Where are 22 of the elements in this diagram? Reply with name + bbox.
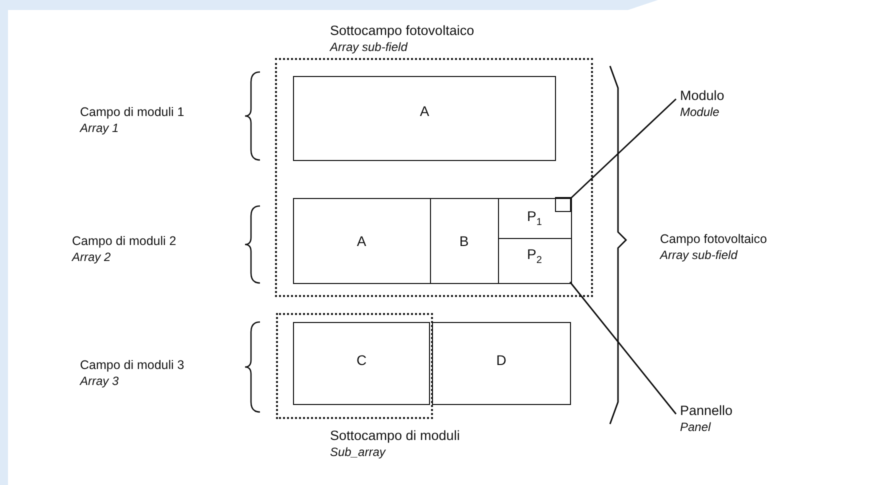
group-subheading: Array sub-field	[330, 39, 409, 55]
group-heading: Sottocampo fotovoltaico	[330, 22, 474, 39]
array-cell: D	[432, 322, 571, 405]
callout-label: Modulo	[680, 87, 724, 104]
group-heading: Sottocampo di moduli	[330, 427, 460, 444]
group-sublabel: Array 1	[80, 121, 119, 135]
group-sublabel: Array 2	[72, 250, 111, 264]
group-label: Campo di moduli 2	[72, 234, 176, 248]
group-sublabel: Array sub-field	[660, 248, 738, 262]
leader-line	[569, 98, 677, 200]
group-label: Campo di moduli 1	[80, 105, 184, 119]
leader-line	[569, 282, 677, 414]
group-label: Campo di moduli 3	[80, 358, 184, 372]
array-cell: C	[293, 322, 430, 405]
group-subheading: Sub_array	[330, 444, 387, 460]
group-label: Campo fotovoltaico	[660, 232, 768, 246]
array-cell: A	[293, 76, 556, 161]
group-sublabel: Array 3	[80, 374, 119, 388]
callout-sublabel: Panel	[680, 419, 712, 435]
callout-sublabel: Module	[680, 104, 720, 120]
module-square	[555, 197, 571, 212]
callout-label: Pannello	[680, 402, 733, 419]
